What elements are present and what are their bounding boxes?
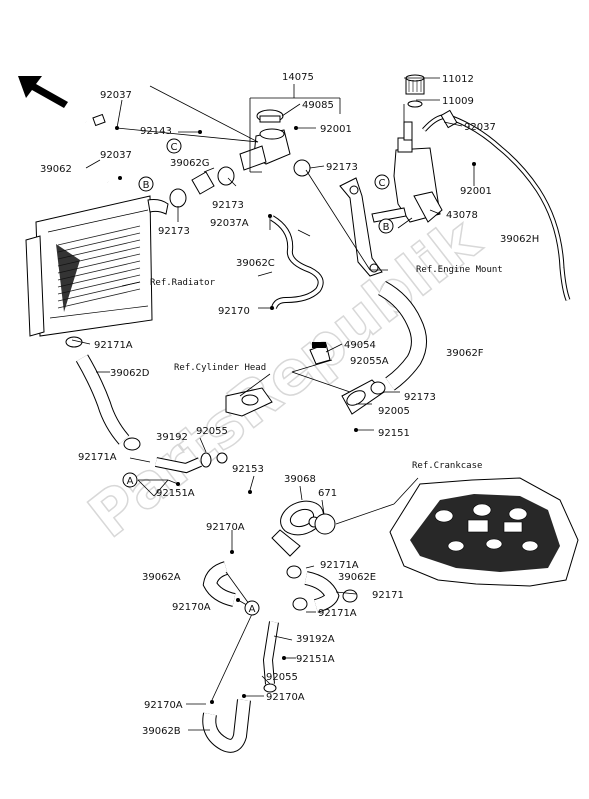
front-direction-arrow [18, 76, 68, 108]
callout-a-1: A [122, 472, 138, 488]
svg-text:C: C [171, 142, 178, 153]
assembly-bracket [249, 84, 341, 173]
label-39062b: 39062B [142, 726, 181, 737]
clamp-92173 [293, 159, 311, 177]
reservoir-cap [405, 74, 425, 108]
label-92005: 92005 [378, 406, 410, 417]
svg-text:B: B [143, 180, 150, 191]
callout-b-1: B [138, 176, 154, 192]
label-92173-mid: 92173 [212, 200, 244, 211]
ref-cylinder-head: Ref.Cylinder Head [174, 363, 266, 373]
crankcase [389, 477, 579, 587]
label-39068: 39068 [284, 474, 316, 485]
cylinder-head-stub [225, 387, 273, 417]
radiator-cap [256, 109, 284, 123]
label-92171: 92171 [372, 590, 404, 601]
label-92171a-left: 92171A [78, 452, 117, 463]
hose-39062 [79, 113, 111, 184]
label-92170a-mid: 92170A [172, 602, 211, 613]
label-39062a: 39062A [142, 572, 181, 583]
reservoir-tank [393, 121, 443, 223]
label-39062f: 39062F [446, 348, 484, 359]
label-92151a-right: 92151A [296, 654, 335, 665]
hose-39062a [202, 561, 236, 607]
label-92170: 92170 [218, 306, 250, 317]
label-39062e: 39062E [338, 572, 376, 583]
svg-text:B: B [383, 222, 390, 233]
label-49054: 49054 [344, 340, 376, 351]
svg-text:C: C [379, 178, 386, 189]
ref-engine-mount: Ref.Engine Mount [416, 265, 503, 275]
label-39062: 39062 [40, 164, 72, 175]
water-pump [271, 500, 336, 557]
label-92171a-top: 92171A [94, 340, 133, 351]
hose-39062e [286, 565, 358, 613]
label-92173-lower: 92173 [404, 392, 436, 403]
hose-39062g [147, 166, 235, 215]
label-39062h: 39062H [500, 234, 539, 245]
label-92151: 92151 [378, 428, 410, 439]
hose-39062d [65, 336, 141, 451]
callout-a-2: A [244, 600, 260, 616]
label-92037-mid: 92037 [100, 150, 132, 161]
label-11012: 11012 [442, 74, 474, 85]
hose-39062b [202, 699, 251, 753]
label-43078: 43078 [446, 210, 478, 221]
ref-crankcase: Ref.Crankcase [412, 461, 482, 471]
label-11009: 11009 [442, 96, 474, 107]
leader-lines [71, 77, 475, 731]
label-92170a-right: 92170A [266, 692, 305, 703]
callout-b-2: B [378, 218, 394, 234]
callout-c-1: C [166, 138, 182, 154]
label-92037-top: 92037 [100, 90, 132, 101]
label-92055-top: 92055 [196, 426, 228, 437]
filler-neck [239, 128, 291, 171]
label-92037-right: 92037 [464, 122, 496, 133]
part-labels: 14075 49085 11012 11009 92037 92037 9203… [40, 72, 539, 737]
label-92055-bottom: 92055 [266, 672, 298, 683]
label-92001-right: 92001 [460, 186, 492, 197]
label-92171a-bottom: 92171A [318, 608, 357, 619]
label-39062g: 39062G [170, 158, 210, 169]
sensor-49054 [309, 342, 331, 365]
label-49085: 49085 [302, 100, 334, 111]
svg-text:A: A [127, 476, 134, 487]
label-92055a: 92055A [350, 356, 389, 367]
label-92173-left: 92173 [158, 226, 190, 237]
label-92173-top: 92173 [326, 162, 358, 173]
label-92001-top: 92001 [320, 124, 352, 135]
label-92037a: 92037A [210, 218, 249, 229]
label-92151a-left: 92151A [156, 488, 195, 499]
label-92153: 92153 [232, 464, 264, 475]
label-92143: 92143 [140, 126, 172, 137]
label-92170a-top: 92170A [206, 522, 245, 533]
radiator [25, 195, 153, 337]
label-92171a-mid: 92171A [320, 560, 359, 571]
hose-39062f [377, 280, 427, 391]
label-39062d: 39062D [110, 368, 150, 379]
svg-text:A: A [249, 604, 256, 615]
label-39062c: 39062C [236, 258, 275, 269]
callout-c-2: C [374, 174, 390, 190]
ref-radiator: Ref.Radiator [150, 278, 216, 288]
label-14075: 14075 [282, 72, 314, 83]
pipe-39192 [155, 452, 228, 474]
hose-39062c [270, 215, 324, 309]
label-671: 671 [318, 488, 337, 499]
label-39192: 39192 [156, 432, 188, 443]
hose-39062h [422, 109, 571, 301]
reference-labels: Ref.Radiator Ref.Engine Mount Ref.Cylind… [150, 265, 503, 471]
label-39192a: 39192A [296, 634, 335, 645]
thermostat-housing [341, 379, 386, 415]
label-92170a-left: 92170A [144, 700, 183, 711]
